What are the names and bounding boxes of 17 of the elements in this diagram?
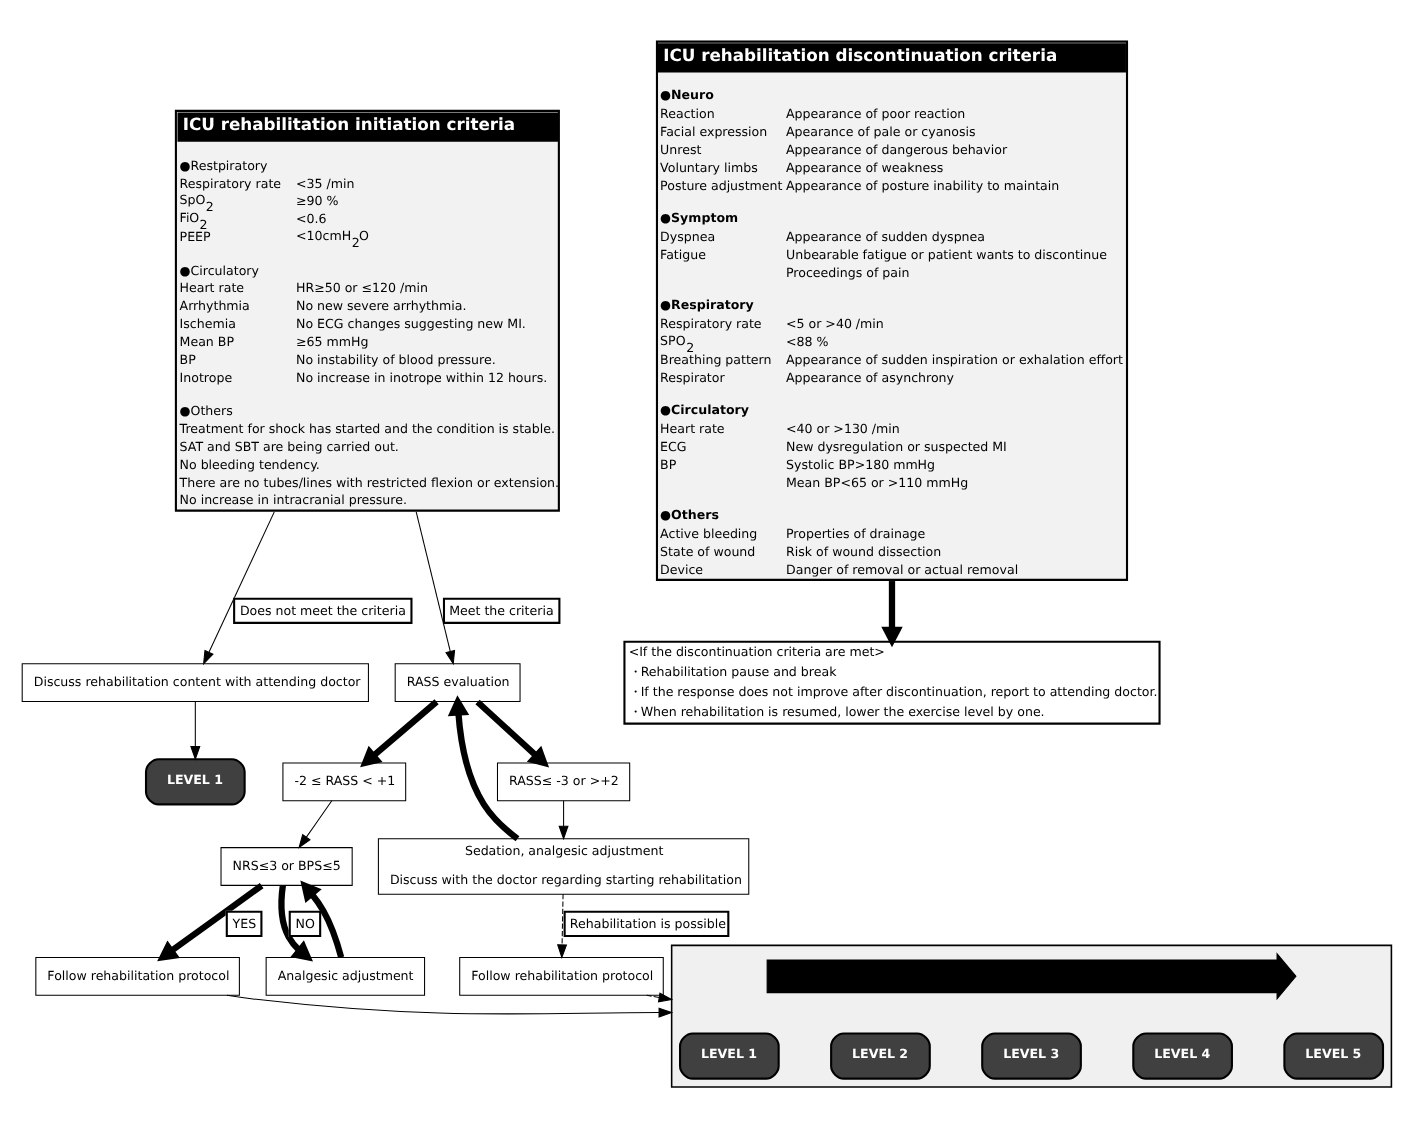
arrow <box>297 799 332 848</box>
arrow <box>359 698 438 767</box>
arrow <box>189 700 200 760</box>
arrow <box>645 991 673 1002</box>
arrow <box>225 993 673 1017</box>
arrow <box>414 510 455 665</box>
node-arrow <box>765 951 1296 1000</box>
arrow <box>156 882 263 961</box>
arrow <box>201 510 274 665</box>
arrow <box>277 884 312 961</box>
arrow <box>555 892 567 958</box>
arrow <box>880 580 902 647</box>
arrow <box>474 698 549 767</box>
arrow <box>446 694 519 841</box>
arrow <box>299 879 344 958</box>
cluster <box>669 943 1392 1087</box>
arrow <box>557 799 568 840</box>
